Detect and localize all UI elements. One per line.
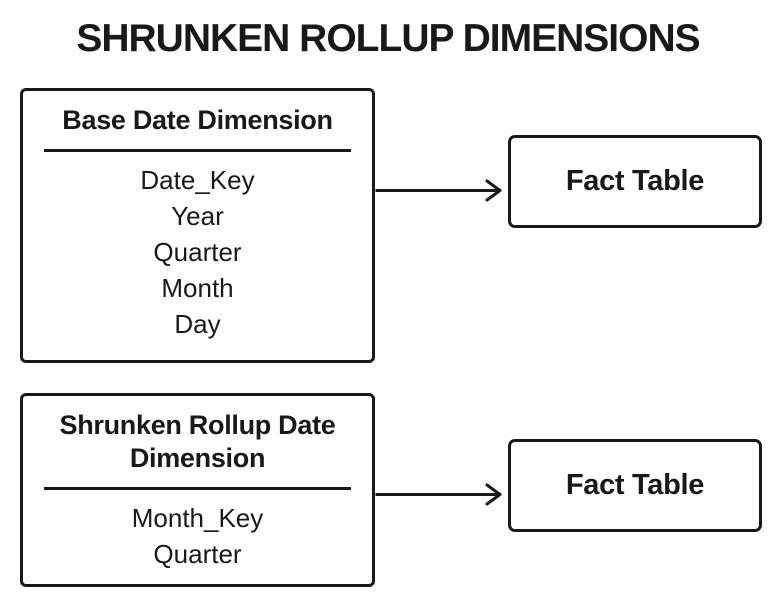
field-date-key: Date_Key [140, 165, 255, 195]
field-month-key: Month_Key [131, 503, 264, 533]
shrunken-rollup-date-dimension-title: Shrunken Rollup Date Dimension [59, 410, 336, 473]
base-date-dimension-fields: Date_Key Year Quarter Month Day [23, 162, 372, 342]
field-quarter: Quarter [153, 539, 242, 569]
fact-table-label-2: Fact Table [565, 469, 705, 501]
fact-table-box-2: Fact Table [508, 439, 762, 532]
shrunken-rollup-date-dimension-fields: Month_Key Quarter [23, 500, 372, 572]
field-month: Month [161, 273, 234, 303]
field-quarter: Quarter [153, 237, 242, 267]
diagram-title: SHRUNKEN ROLLUP DIMENSIONS [76, 17, 700, 60]
arrow-shrunken-dimension-to-fact-table [375, 483, 502, 506]
field-day: Day [174, 309, 221, 339]
fact-table-label-1: Fact Table [565, 165, 705, 197]
base-date-dimension-title: Base Date Dimension [62, 105, 333, 135]
shrunken-rollup-date-dimension-box: Shrunken Rollup Date Dimension Month_Key… [20, 393, 375, 587]
field-year: Year [171, 201, 224, 231]
base-date-dimension-box: Base Date Dimension Date_Key Year Quarte… [20, 88, 375, 363]
header-divider [44, 149, 351, 152]
header-divider [44, 487, 351, 490]
fact-table-box-1: Fact Table [508, 135, 762, 228]
arrow-base-dimension-to-fact-table [375, 179, 502, 202]
